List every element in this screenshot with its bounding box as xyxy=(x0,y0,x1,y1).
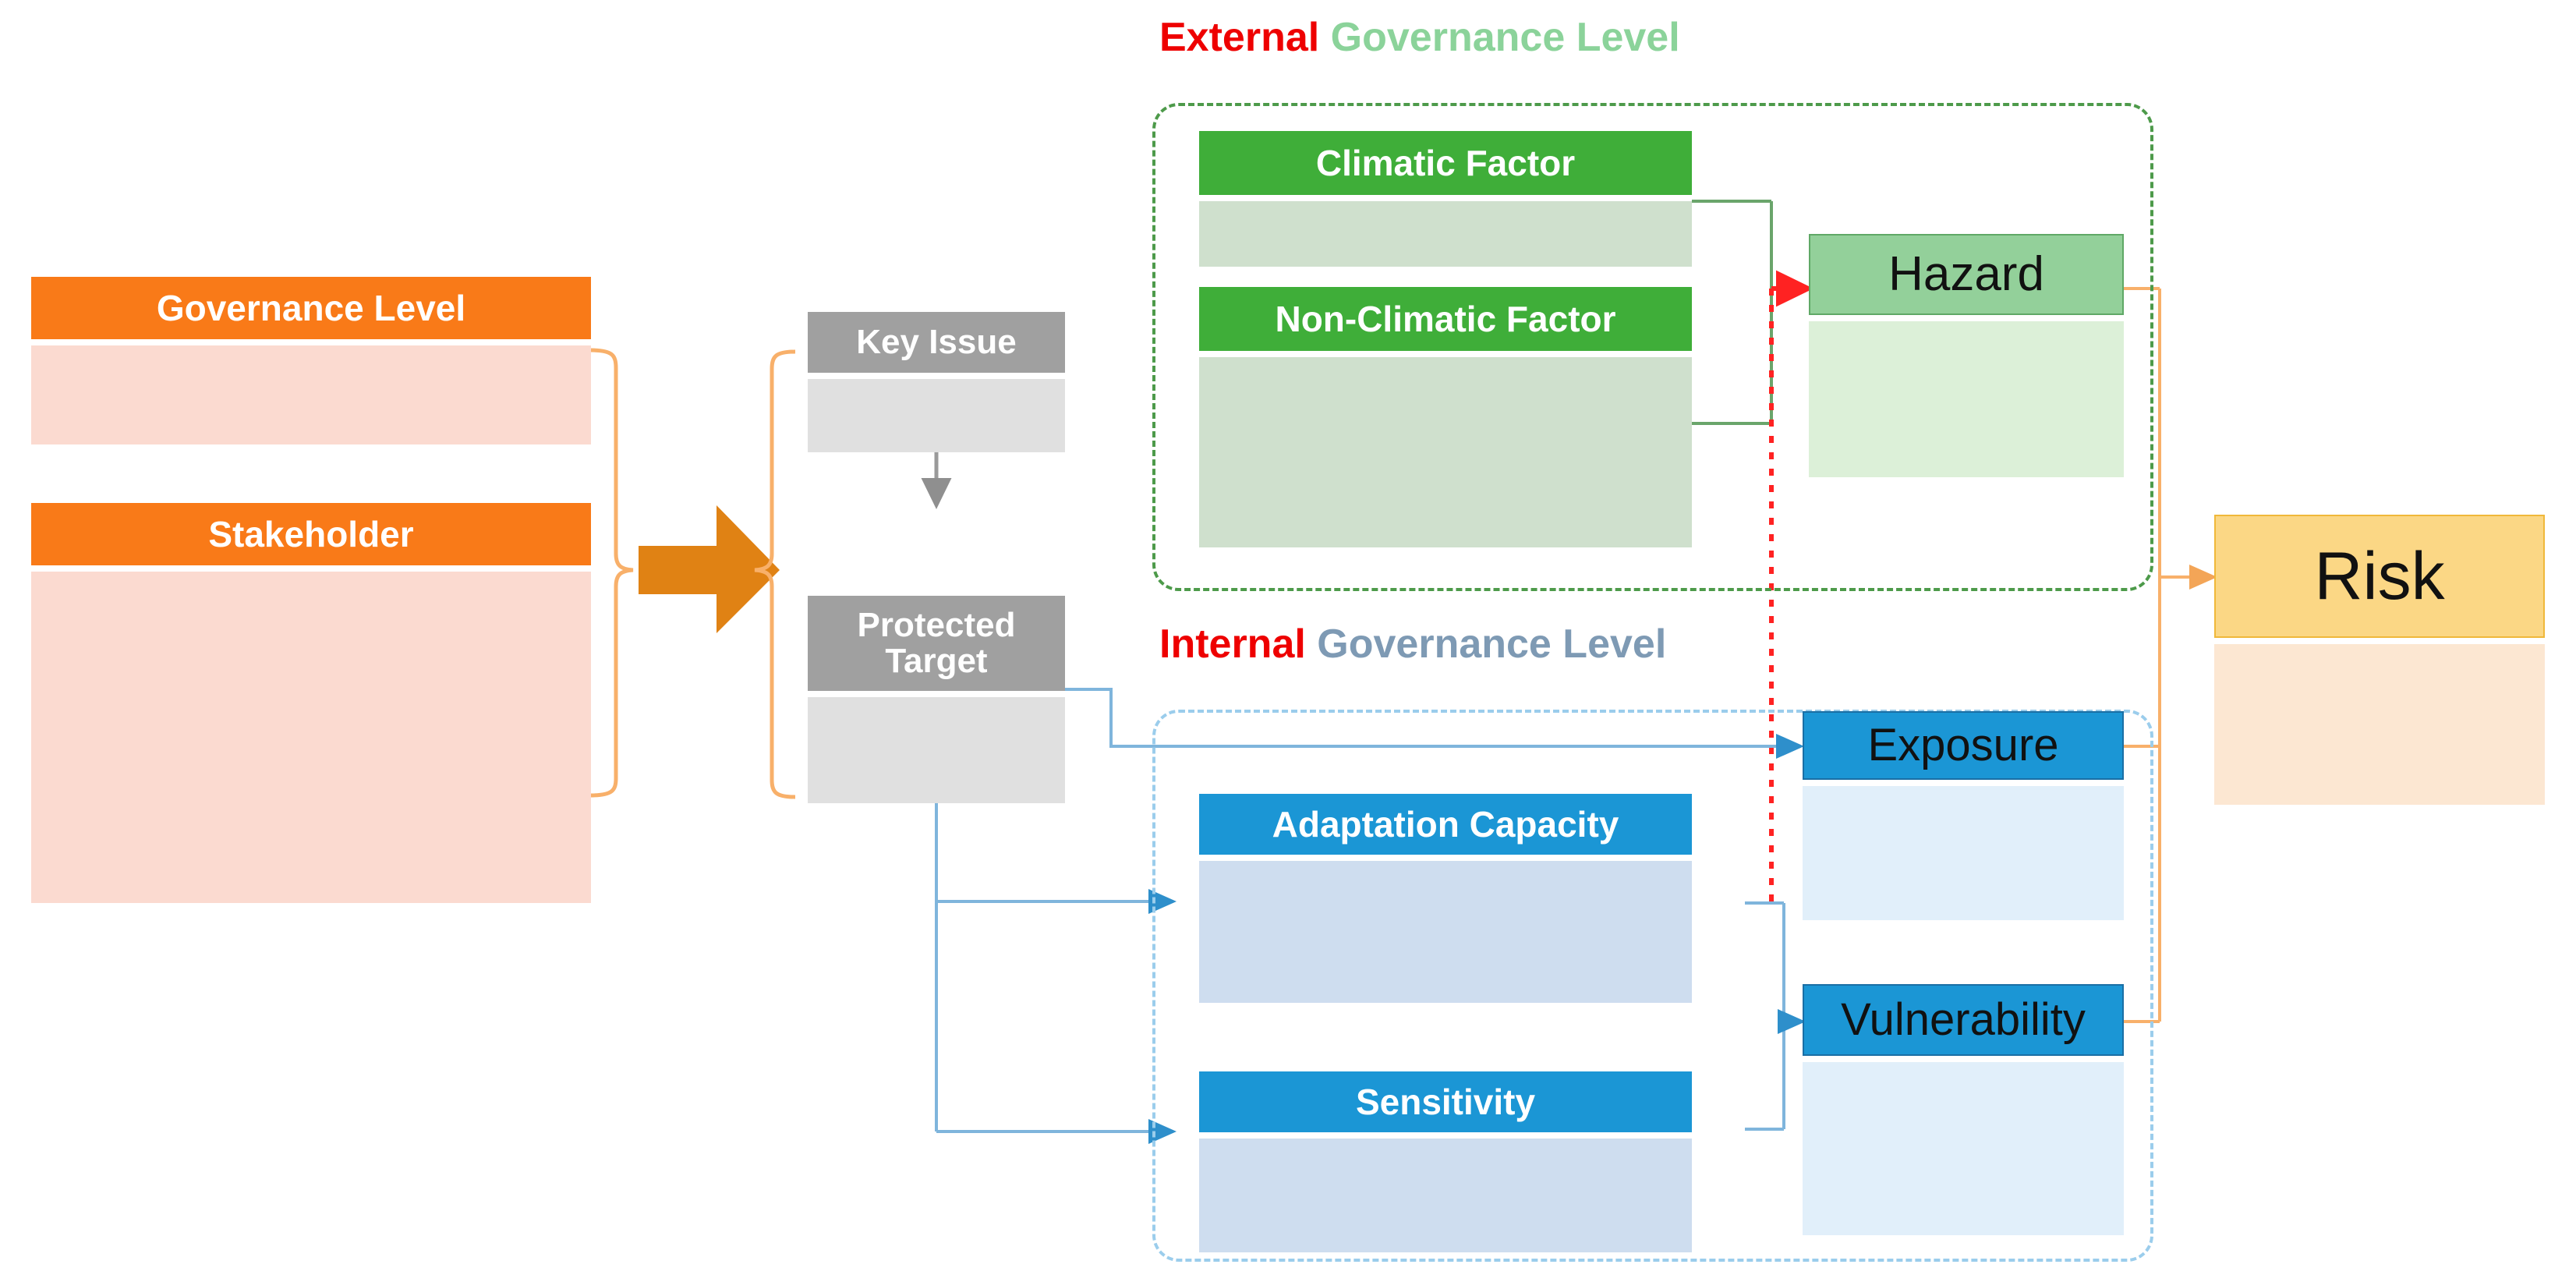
card-key-issue[interactable]: Key Issue xyxy=(808,312,1065,452)
external-governance-caption: External Governance Level xyxy=(1159,17,1680,58)
non-climatic-factor-header: Non-Climatic Factor xyxy=(1199,287,1692,351)
sensitivity-header: Sensitivity xyxy=(1199,1071,1692,1132)
internal-keyword: Internal xyxy=(1159,622,1306,667)
governance-level-body[interactable] xyxy=(31,345,591,444)
external-value: Governance Level xyxy=(1330,15,1680,60)
internal-value: Governance Level xyxy=(1317,622,1667,667)
brace-left-group xyxy=(589,348,634,798)
card-vulnerability[interactable]: Vulnerability xyxy=(1803,984,2124,1235)
exposure-header: Exposure xyxy=(1803,711,2124,780)
card-exposure[interactable]: Exposure xyxy=(1803,711,2124,920)
brace-right-group xyxy=(754,349,796,799)
protected-target-header: Protected Target xyxy=(808,596,1065,691)
internal-governance-caption: Internal Governance Level xyxy=(1159,624,1666,664)
adaptation-capacity-header: Adaptation Capacity xyxy=(1199,794,1692,855)
climatic-factor-header: Climatic Factor xyxy=(1199,131,1692,195)
card-protected-target[interactable]: Protected Target xyxy=(808,596,1065,803)
flow-arrow-main xyxy=(639,505,780,633)
risk-body[interactable] xyxy=(2214,644,2545,805)
exposure-body[interactable] xyxy=(1803,786,2124,920)
internal-governance-container xyxy=(1152,710,2153,1262)
vulnerability-header: Vulnerability xyxy=(1803,984,2124,1056)
vulnerability-body[interactable] xyxy=(1803,1062,2124,1235)
card-governance-level[interactable]: Governance Level xyxy=(31,277,591,444)
non-climatic-factor-body[interactable] xyxy=(1199,357,1692,547)
card-non-climatic-factor[interactable]: Non-Climatic Factor xyxy=(1199,287,1692,547)
external-keyword: External xyxy=(1159,15,1320,60)
card-stakeholder[interactable]: Stakeholder xyxy=(31,503,591,903)
card-adaptation-capacity[interactable]: Adaptation Capacity xyxy=(1199,794,1692,1003)
key-issue-header: Key Issue xyxy=(808,312,1065,373)
stakeholder-header: Stakeholder xyxy=(31,503,591,565)
adaptation-capacity-body[interactable] xyxy=(1199,861,1692,1003)
sensitivity-body[interactable] xyxy=(1199,1139,1692,1252)
stakeholder-body[interactable] xyxy=(31,572,591,903)
climatic-factor-body[interactable] xyxy=(1199,201,1692,267)
protected-target-body[interactable] xyxy=(808,697,1065,803)
card-hazard[interactable]: Hazard xyxy=(1809,234,2124,477)
external-governance-container xyxy=(1152,103,2153,591)
card-risk[interactable]: Risk xyxy=(2214,515,2545,805)
hazard-header: Hazard xyxy=(1809,234,2124,315)
card-sensitivity[interactable]: Sensitivity xyxy=(1199,1071,1692,1252)
hazard-body[interactable] xyxy=(1809,321,2124,477)
governance-level-header: Governance Level xyxy=(31,277,591,339)
key-issue-body[interactable] xyxy=(808,379,1065,452)
connector-target-to-internal-factors xyxy=(935,802,1177,1144)
risk-header: Risk xyxy=(2214,515,2545,638)
card-climatic-factor[interactable]: Climatic Factor xyxy=(1199,131,1692,267)
